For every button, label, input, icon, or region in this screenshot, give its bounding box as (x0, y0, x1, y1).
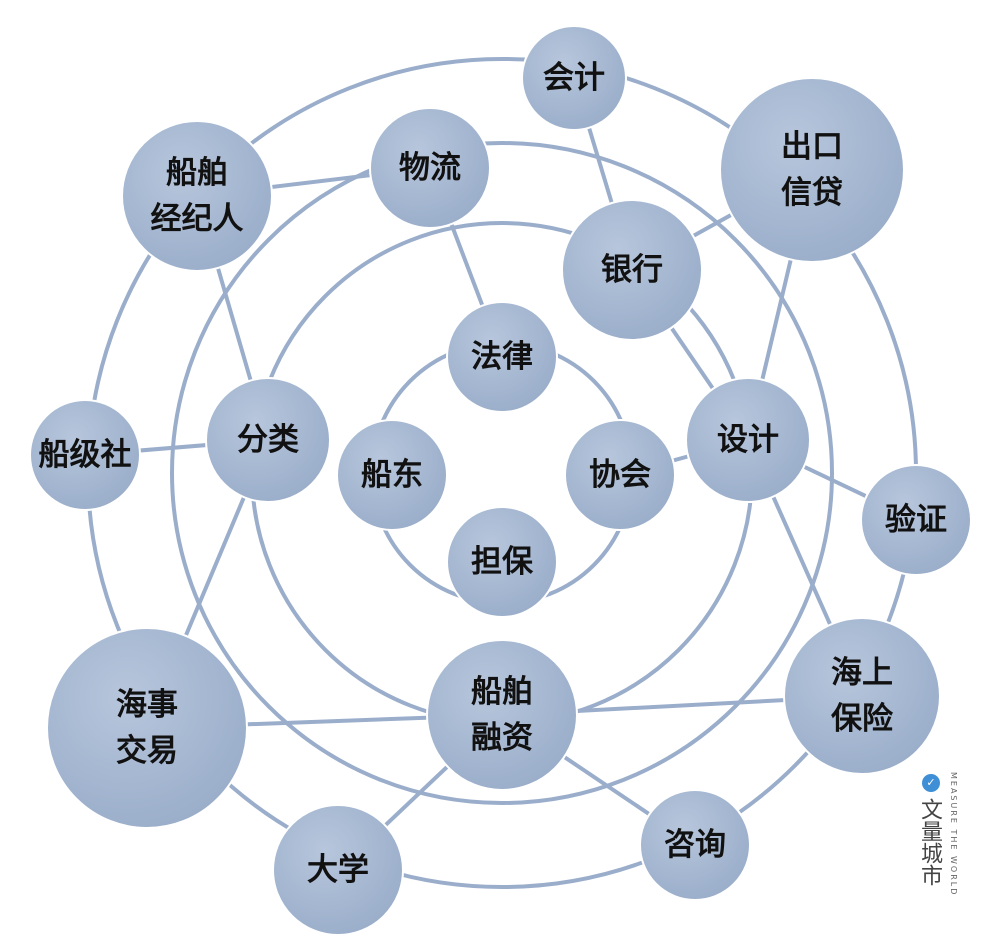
node-university: 大学 (272, 804, 404, 936)
node-association: 协会 (564, 419, 676, 531)
node-label-logistics-0: 物流 (399, 150, 461, 186)
node-label-class-society-0: 船级社 (39, 437, 132, 473)
node-classification: 分类 (205, 377, 331, 503)
watermark: ✓ 文量城市 MEASURE THE WORLD (917, 770, 960, 920)
node-bank: 银行 (561, 199, 703, 341)
node-label-design-0: 设计 (717, 422, 779, 458)
node-accounting: 会计 (521, 25, 627, 131)
node-circle-maritime-trade (46, 627, 248, 829)
node-label-bank-0: 银行 (601, 252, 663, 288)
node-circle-logistics (369, 107, 491, 229)
node-label-guarantee-0: 担保 (471, 544, 534, 580)
node-circle-marine-insurance (783, 617, 941, 775)
node-label-export-credit-0: 出口 (781, 129, 843, 165)
node-shipowner: 船东 (336, 419, 448, 531)
node-label-university-0: 大学 (307, 852, 369, 888)
node-guarantee: 担保 (446, 506, 558, 618)
node-logistics: 物流 (369, 107, 491, 229)
node-consulting: 咨询 (639, 789, 751, 901)
node-law: 法律 (446, 301, 558, 413)
node-circle-class-society (29, 399, 141, 511)
node-label-ship-finance-1: 融资 (471, 720, 533, 756)
node-circle-consulting (639, 789, 751, 901)
node-label-marine-insurance-1: 保险 (831, 701, 894, 737)
node-design: 设计 (685, 377, 811, 503)
node-circle-law (446, 301, 558, 413)
node-label-consulting-0: 咨询 (664, 827, 726, 863)
node-label-ship-broker-1: 经纪人 (151, 201, 244, 237)
node-verification: 验证 (860, 464, 972, 576)
nodes: 法律船东协会担保分类物流银行设计船舶融资会计船舶经纪人出口信贷船级社验证海上保险… (29, 25, 972, 936)
node-circle-ship-broker (121, 120, 273, 272)
node-circle-shipowner (336, 419, 448, 531)
node-label-verification-0: 验证 (885, 502, 947, 538)
node-circle-design (685, 377, 811, 503)
node-label-ship-finance-0: 船舶 (471, 674, 533, 710)
node-circle-ship-finance (426, 639, 578, 791)
node-label-maritime-trade-1: 交易 (116, 733, 178, 769)
node-label-classification-0: 分类 (237, 422, 299, 458)
node-label-law-0: 法律 (471, 339, 533, 375)
node-circle-university (272, 804, 404, 936)
node-label-export-credit-1: 信贷 (781, 175, 843, 211)
node-label-maritime-trade-0: 海事 (116, 687, 178, 723)
node-circle-classification (205, 377, 331, 503)
ring-3 (170, 141, 834, 805)
watermark-logo-icon: ✓ (922, 774, 940, 792)
node-label-association-0: 协会 (589, 457, 651, 493)
node-circle-bank (561, 199, 703, 341)
node-label-marine-insurance-0: 海上 (831, 655, 893, 691)
node-circle-verification (860, 464, 972, 576)
watermark-subtext: MEASURE THE WORLD (949, 772, 958, 897)
node-circle-export-credit (719, 77, 905, 263)
node-circle-accounting (521, 25, 627, 131)
node-class-society: 船级社 (29, 399, 141, 511)
node-circle-association (564, 419, 676, 531)
node-label-accounting-0: 会计 (543, 60, 605, 96)
watermark-text: 文量城市 (917, 798, 942, 886)
node-label-shipowner-0: 船东 (361, 457, 423, 493)
node-label-ship-broker-0: 船舶 (166, 155, 228, 191)
node-circle-guarantee (446, 506, 558, 618)
